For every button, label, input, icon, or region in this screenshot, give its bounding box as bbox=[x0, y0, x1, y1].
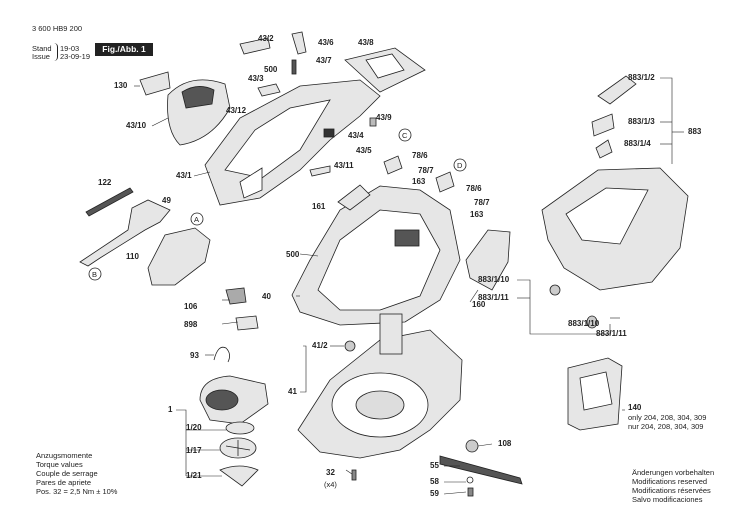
label-40: 40 bbox=[262, 292, 271, 301]
part-160 bbox=[465, 229, 511, 291]
figure-label: Fig./Abb. 1 bbox=[95, 43, 153, 56]
part-49 bbox=[79, 199, 171, 267]
modifications-line-1: Änderungen vorbehalten bbox=[632, 468, 715, 477]
part-140-note-1: only 204, 208, 304, 309 bbox=[628, 413, 707, 422]
torque-line-4: Pares de apriete bbox=[36, 478, 92, 487]
label-500-top: 500 bbox=[264, 65, 278, 74]
label-78-6-d: 78/6 bbox=[466, 184, 482, 193]
label-43-4: 43/4 bbox=[348, 131, 364, 140]
label-43-10: 43/10 bbox=[126, 121, 147, 130]
callout-b: B bbox=[92, 270, 98, 279]
torque-line-1: Anzugsmomente bbox=[36, 451, 93, 460]
part-55 bbox=[439, 455, 523, 485]
label-41-2: 41/2 bbox=[312, 341, 328, 350]
part-1-20 bbox=[225, 421, 255, 435]
label-883-1-3: 883/1/3 bbox=[628, 117, 655, 126]
label-78-7-c: 78/7 bbox=[418, 166, 434, 175]
part-883-1-3 bbox=[591, 113, 615, 137]
part-130 bbox=[139, 71, 171, 96]
callout-a: A bbox=[194, 215, 200, 224]
label-93: 93 bbox=[190, 351, 199, 360]
torque-line-3: Couple de serrage bbox=[36, 469, 98, 478]
bracket-divider bbox=[54, 43, 58, 61]
label-1-17: 1/17 bbox=[186, 446, 202, 455]
label-500-mid: 500 bbox=[286, 250, 300, 259]
label-883: 883 bbox=[688, 127, 702, 136]
label-41: 41 bbox=[288, 387, 297, 396]
part-110 bbox=[147, 227, 211, 286]
label-898: 898 bbox=[184, 320, 198, 329]
part-41-2 bbox=[344, 340, 356, 352]
callout-c: C bbox=[402, 131, 408, 140]
label-43-2: 43/2 bbox=[258, 34, 274, 43]
label-49: 49 bbox=[162, 196, 171, 205]
label-130: 130 bbox=[114, 81, 128, 90]
label-55: 55 bbox=[430, 461, 439, 470]
modifications-line-2: Modifications reserved bbox=[632, 477, 708, 486]
label-163-c: 163 bbox=[412, 177, 426, 186]
callout-d: D bbox=[457, 161, 463, 170]
torque-line-5: Pos. 32 = 2,5 Nm ± 10% bbox=[36, 487, 118, 496]
part-1-21 bbox=[219, 465, 259, 487]
part-140-note-2: nur 204, 208, 304, 309 bbox=[628, 422, 704, 431]
label-883-1-2: 883/1/2 bbox=[628, 73, 655, 82]
label-43-9: 43/9 bbox=[376, 113, 392, 122]
label-883-1-10-b: 883/1/10 bbox=[568, 319, 600, 328]
issue-label: Issue bbox=[32, 52, 50, 61]
issue-value: 23-09-19 bbox=[60, 52, 91, 61]
part-883-1-4 bbox=[595, 139, 613, 159]
label-43-8: 43/8 bbox=[358, 38, 374, 47]
part-883-1-2 bbox=[597, 75, 637, 105]
label-122: 122 bbox=[98, 178, 112, 187]
label-883-1-10-a: 883/1/10 bbox=[478, 275, 510, 284]
doc-number: 3 600 HB9 200 bbox=[32, 24, 83, 33]
modifications-line-4: Salvo modificaciones bbox=[632, 495, 703, 504]
label-1: 1 bbox=[168, 405, 173, 414]
label-43-12: 43/12 bbox=[226, 106, 247, 115]
label-78-7-d: 78/7 bbox=[474, 198, 490, 207]
label-163-d: 163 bbox=[470, 210, 484, 219]
label-883-1-11-a: 883/1/11 bbox=[478, 293, 509, 302]
part-122 bbox=[85, 187, 134, 217]
modifications-line-3: Modifications réservées bbox=[632, 486, 711, 495]
label-43-7: 43/7 bbox=[316, 56, 332, 65]
label-78-6-c: 78/6 bbox=[412, 151, 428, 160]
label-883-1-11-b: 883/1/11 bbox=[596, 329, 627, 338]
label-43-1: 43/1 bbox=[176, 171, 192, 180]
part-898 bbox=[235, 315, 259, 331]
label-58: 58 bbox=[430, 477, 439, 486]
part-106 bbox=[225, 287, 247, 305]
label-59: 59 bbox=[430, 489, 439, 498]
torque-line-2: Torque values bbox=[36, 460, 83, 469]
label-110: 110 bbox=[126, 252, 139, 261]
part-161 bbox=[337, 184, 371, 211]
stand-label: Stand bbox=[32, 44, 52, 53]
label-140: 140 bbox=[628, 403, 642, 412]
label-106: 106 bbox=[184, 302, 198, 311]
label-161: 161 bbox=[312, 202, 326, 211]
label-160: 160 bbox=[472, 300, 486, 309]
label-43-11: 43/11 bbox=[334, 161, 354, 170]
label-1-20: 1/20 bbox=[186, 423, 202, 432]
label-43-6: 43/6 bbox=[318, 38, 334, 47]
label-883-1-4: 883/1/4 bbox=[624, 139, 651, 148]
stand-value: 19-03 bbox=[60, 44, 80, 53]
label-1-21: 1/21 bbox=[186, 471, 202, 480]
label-32: 32 bbox=[326, 468, 335, 477]
label-32-x4: (x4) bbox=[324, 480, 337, 489]
label-43-5: 43/5 bbox=[356, 146, 372, 155]
label-108: 108 bbox=[498, 439, 512, 448]
part-93 bbox=[213, 346, 230, 363]
label-43-3: 43/3 bbox=[248, 74, 264, 83]
